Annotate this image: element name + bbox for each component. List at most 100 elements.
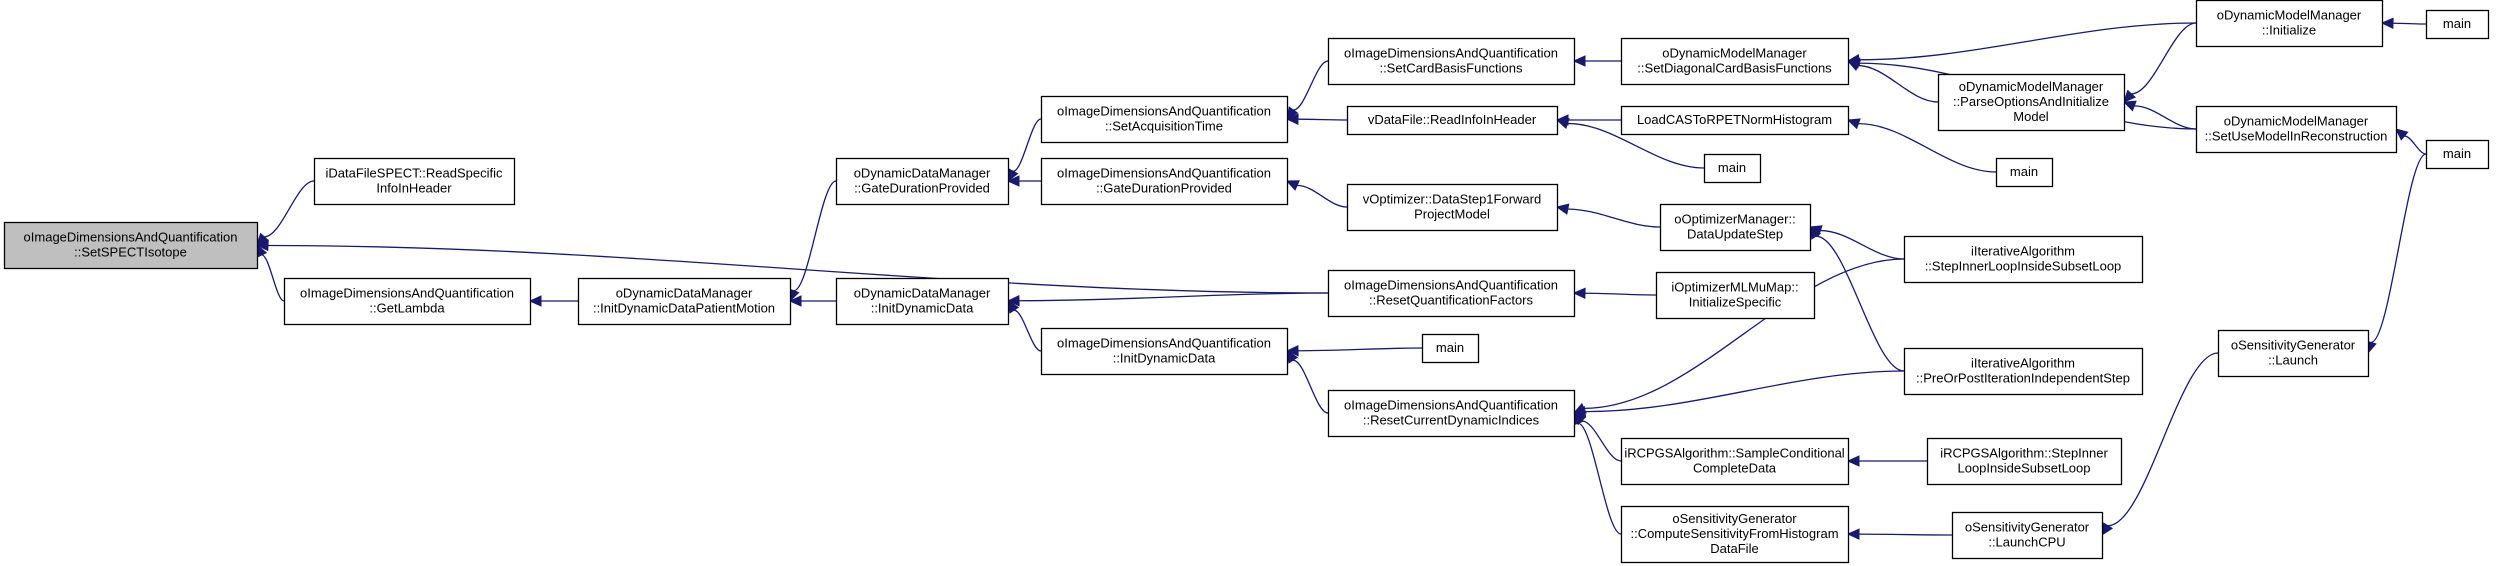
graph-node-n15[interactable]: oDynamicModelManager::SetDiagonalCardBas… — [1620, 37, 1850, 86]
node-box[interactable] — [1703, 153, 1762, 184]
arrow-head-n29-to-n22 — [2122, 100, 2137, 112]
node-label: iIterativeAlgorithm — [1971, 244, 2075, 259]
graph-node-n0[interactable]: oImageDimensionsAndQuantification::SetSP… — [3, 221, 259, 270]
graph-node-n3[interactable]: oDynamicDataManager::InitDynamicDataPati… — [577, 277, 792, 326]
graph-node-n31[interactable]: main — [2425, 9, 2490, 40]
node-box[interactable] — [1346, 183, 1559, 232]
arrow-head-n12-to-n0 — [255, 239, 269, 252]
node-box[interactable] — [1421, 333, 1480, 364]
node-box[interactable] — [1620, 505, 1850, 564]
graph-node-n28[interactable]: oDynamicModelManager::Initialize — [2195, 0, 2384, 48]
node-box[interactable] — [1995, 157, 2054, 188]
graph-node-n32[interactable]: main — [2425, 139, 2490, 170]
graph-node-n9[interactable]: oImageDimensionsAndQuantification::SetCa… — [1327, 37, 1576, 86]
graph-node-n23[interactable]: main — [1995, 157, 2054, 188]
graph-node-n6[interactable]: oImageDimensionsAndQuantification::SetAc… — [1040, 95, 1289, 144]
arrow-head-n26-to-n20 — [1846, 455, 1860, 467]
node-box[interactable] — [1659, 203, 1812, 252]
edge-n8-to-n5 — [1013, 309, 1042, 352]
edge-n25-to-n14 — [1584, 370, 1905, 413]
graph-node-n29[interactable]: oDynamicModelManager::SetUseModelInRecon… — [2195, 105, 2398, 154]
graph-node-n16[interactable]: LoadCASToRPETNormHistogram — [1620, 105, 1850, 136]
node-box[interactable] — [2195, 0, 2384, 48]
node-box[interactable] — [1926, 437, 2123, 486]
arrow-head-n29-to-n15 — [1846, 57, 1861, 69]
node-box[interactable] — [2217, 329, 2370, 378]
node-box[interactable] — [1620, 437, 1850, 486]
arrow-head-n7-to-n4 — [1006, 175, 1020, 187]
node-box[interactable] — [313, 157, 516, 206]
node-box[interactable] — [1040, 95, 1289, 144]
node-box[interactable] — [1346, 105, 1559, 136]
graph-node-n18[interactable]: oOptimizerManager::DataUpdateStep — [1659, 203, 1812, 252]
graph-node-n25[interactable]: iIterativeAlgorithm::PreOrPostIterationI… — [1903, 347, 2144, 396]
edge-n32-to-n29 — [2404, 135, 2427, 155]
graph-node-n24[interactable]: iIterativeAlgorithm::StepInnerLoopInside… — [1903, 235, 2144, 284]
node-box[interactable] — [835, 277, 1010, 326]
node-box[interactable] — [1655, 271, 1816, 320]
graph-node-n30[interactable]: oSensitivityGenerator::Launch — [2217, 329, 2370, 378]
node-label: oImageDimensionsAndQuantification — [300, 286, 514, 301]
arrow-head-n31-to-n28 — [2380, 17, 2394, 30]
node-label: ::Initialize — [2262, 23, 2316, 38]
graph-node-n2[interactable]: oImageDimensionsAndQuantification::GetLa… — [283, 277, 532, 326]
node-label: oDynamicModelManager — [1662, 46, 1807, 61]
graph-node-n12[interactable]: oImageDimensionsAndQuantification::Reset… — [1327, 269, 1576, 318]
node-label: main — [2443, 16, 2471, 31]
node-box[interactable] — [1327, 389, 1576, 438]
edge-n12-to-n0 — [267, 244, 1329, 294]
node-label: main — [2443, 146, 2471, 161]
graph-node-n8[interactable]: oImageDimensionsAndQuantification::InitD… — [1040, 327, 1289, 376]
node-box[interactable] — [1327, 37, 1576, 86]
node-label: iDataFileSPECT::ReadSpecific — [325, 166, 503, 181]
graph-node-n26[interactable]: iRCPGSAlgorithm::StepInnerLoopInsideSubs… — [1926, 437, 2123, 486]
node-box[interactable] — [1620, 105, 1850, 136]
edge-n21-to-n14 — [1577, 422, 1622, 535]
arrow-head-n27-to-n21 — [1846, 528, 1860, 540]
graph-node-n10[interactable]: vDataFile::ReadInfoInHeader — [1346, 105, 1559, 136]
node-box[interactable] — [2425, 9, 2490, 40]
graph-node-n14[interactable]: oImageDimensionsAndQuantification::Reset… — [1327, 389, 1576, 438]
arrow-head-n23-to-n16 — [1846, 118, 1861, 130]
node-box[interactable] — [835, 157, 1010, 206]
graph-node-n27[interactable]: oSensitivityGenerator::LaunchCPU — [1951, 511, 2104, 560]
graph-node-n5[interactable]: oDynamicDataManager::InitDynamicData — [835, 277, 1010, 326]
edge-n9-to-n6 — [1293, 60, 1329, 111]
node-box[interactable] — [283, 277, 532, 326]
node-box[interactable] — [1903, 235, 2144, 284]
node-box[interactable] — [1040, 327, 1289, 376]
graph-node-n13[interactable]: main — [1421, 333, 1480, 364]
node-box[interactable] — [1937, 73, 2126, 132]
node-label: ::InitDynamicDataPatientMotion — [593, 301, 775, 316]
node-box[interactable] — [1327, 269, 1576, 318]
edge-n12-to-n5 — [1018, 292, 1329, 302]
node-box[interactable] — [1040, 157, 1289, 206]
graph-node-n4[interactable]: oDynamicDataManager::GateDurationProvide… — [835, 157, 1010, 206]
graph-node-n19[interactable]: iOptimizerMLMuMap::InitializeSpecific — [1655, 271, 1816, 320]
graph-node-n20[interactable]: iRCPGSAlgorithm::SampleConditionalComple… — [1620, 437, 1850, 486]
node-label: oImageDimensionsAndQuantification — [1344, 46, 1558, 61]
graph-node-n17[interactable]: main — [1703, 153, 1762, 184]
node-label: ::GateDurationProvided — [1096, 181, 1232, 196]
node-label: InfoInHeader — [376, 181, 452, 196]
node-label: ::ComputeSensitivityFromHistogram — [1630, 526, 1838, 541]
graph-node-n22[interactable]: oDynamicModelManager::ParseOptionsAndIni… — [1937, 73, 2126, 132]
node-box[interactable] — [1903, 347, 2144, 396]
node-box[interactable] — [1620, 37, 1850, 86]
node-box[interactable] — [2425, 139, 2490, 170]
node-box[interactable] — [2195, 105, 2398, 154]
arrow-head-n19-to-n12 — [1572, 287, 1586, 300]
arrow-head-n17-to-n10 — [1555, 118, 1570, 130]
arrow-head-n3-to-n2 — [528, 295, 542, 307]
arrow-head-n15-to-n9 — [1572, 55, 1586, 67]
node-label: ::GateDurationProvided — [854, 181, 990, 196]
node-label: ::GetLambda — [369, 301, 445, 316]
edge-n17-to-n10 — [1567, 122, 1705, 169]
node-box[interactable] — [577, 277, 792, 326]
graph-node-n21[interactable]: oSensitivityGenerator::ComputeSensitivit… — [1620, 505, 1850, 564]
root-node-box[interactable] — [3, 221, 259, 270]
node-box[interactable] — [1951, 511, 2104, 560]
graph-node-n7[interactable]: oImageDimensionsAndQuantification::GateD… — [1040, 157, 1289, 206]
